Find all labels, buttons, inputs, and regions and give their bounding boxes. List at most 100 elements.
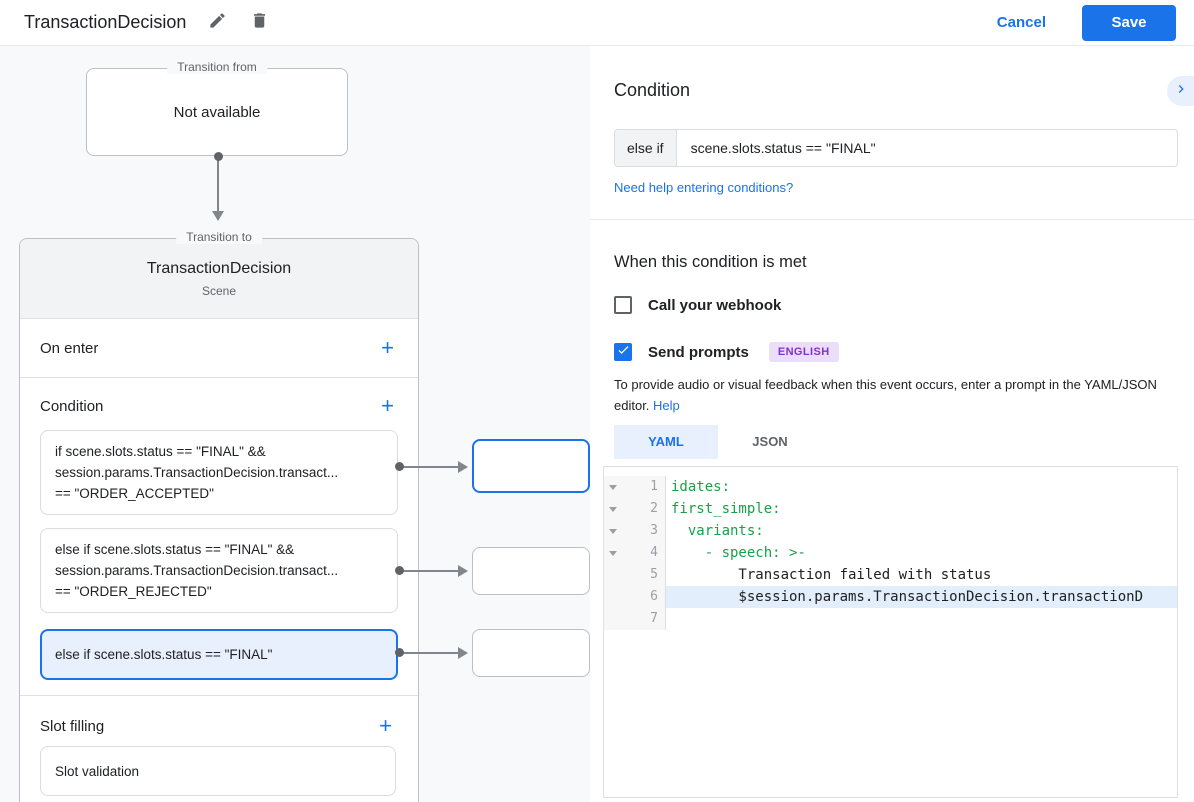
- code-text: idates:: [671, 478, 731, 495]
- scene-type-label: Scene: [201, 283, 237, 298]
- line-number: 2: [622, 497, 666, 520]
- transition-from-node: Transition from Not available: [86, 60, 348, 156]
- condition-line: == "ORDER_REJECTED": [55, 584, 212, 599]
- code-text: - speech: >-: [671, 544, 806, 561]
- when-met-title: When this condition is met: [614, 253, 807, 271]
- target-node-1[interactable]: [472, 439, 590, 493]
- panel-title: Condition: [614, 80, 691, 100]
- transition-to-legend: Transition to: [176, 230, 262, 244]
- tab-yaml[interactable]: YAML: [614, 424, 718, 459]
- line-number: 3: [622, 519, 666, 542]
- app-bar: TransactionDecision Cancel Save: [0, 0, 1194, 46]
- slot-filling-section: Slot filling + Slot validation: [20, 696, 418, 802]
- code-line: 2 first_simple:: [604, 497, 1177, 520]
- prompt-hint-text: To provide audio or visual feedback when…: [614, 377, 1157, 414]
- condition-line: else if scene.slots.status == "FINAL" &&: [55, 542, 295, 557]
- condition-line: session.params.TransactionDecision.trans…: [55, 465, 339, 480]
- condition-item-3-selected[interactable]: else if scene.slots.status == "FINAL": [40, 629, 398, 680]
- condition-section-label: Condition: [40, 397, 104, 415]
- code-line: 4 - speech: >-: [604, 541, 1177, 564]
- add-condition-button[interactable]: +: [381, 393, 394, 418]
- code-text: variants:: [671, 522, 764, 539]
- tab-json[interactable]: JSON: [752, 434, 788, 450]
- chevron-right-icon: [1173, 81, 1189, 102]
- scene-title: TransactionDecision: [146, 259, 292, 277]
- yaml-editor[interactable]: 1 idates: 2 first_simple: 3 variants: 4 …: [603, 465, 1178, 798]
- condition-line: == "ORDER_ACCEPTED": [55, 486, 214, 501]
- condition-prefix: else if: [615, 130, 677, 166]
- line-number: 6: [622, 585, 666, 608]
- code-line-highlighted: 6 $session.params.TransactionDecision.tr…: [604, 585, 1177, 608]
- fold-arrow-icon[interactable]: [604, 475, 622, 498]
- condition-line: else if scene.slots.status == "FINAL": [55, 647, 273, 662]
- editor-tabs: YAML JSON: [614, 424, 1178, 459]
- code-text: $session.params.TransactionDecision.tran…: [666, 585, 1177, 608]
- code-text: Transaction failed with status: [671, 566, 992, 583]
- save-button[interactable]: Save: [1082, 4, 1176, 41]
- edit-title-button[interactable]: [206, 12, 228, 34]
- transition-to-card: Transition to TransactionDecision Scene …: [19, 230, 419, 802]
- condition-input[interactable]: else if scene.slots.status == "FINAL": [614, 129, 1178, 167]
- prompt-hint: To provide audio or visual feedback when…: [614, 374, 1176, 417]
- check-icon: [616, 342, 631, 362]
- cancel-button[interactable]: Cancel: [996, 14, 1046, 31]
- language-badge: ENGLISH: [768, 342, 839, 362]
- fold-gutter: [604, 563, 622, 586]
- on-enter-label: On enter: [40, 339, 99, 357]
- condition-item-2[interactable]: else if scene.slots.status == "FINAL" &&…: [40, 528, 398, 613]
- flow-canvas: Transition from Not available Transition…: [0, 46, 590, 802]
- connector-dot[interactable]: [214, 152, 223, 161]
- connector-dot[interactable]: [395, 566, 404, 575]
- send-prompts-row: Send prompts ENGLISH: [614, 342, 1178, 362]
- collapse-panel-button[interactable]: [1167, 76, 1194, 106]
- code-line: 7: [604, 607, 1177, 630]
- code-line: 1 idates:: [604, 475, 1177, 498]
- slot-validation-item[interactable]: Slot validation: [40, 746, 396, 796]
- fold-gutter: [604, 607, 622, 630]
- line-number: 1: [622, 475, 666, 498]
- condition-section: Condition + if scene.slots.status == "FI…: [20, 378, 418, 696]
- connector-arrow-head: [458, 461, 468, 473]
- add-on-enter-button[interactable]: +: [381, 335, 394, 360]
- transition-arrow-line: [217, 158, 219, 211]
- fold-arrow-icon[interactable]: [604, 497, 622, 520]
- condition-line: if scene.slots.status == "FINAL" &&: [55, 444, 266, 459]
- trash-icon: [250, 11, 269, 35]
- webhook-row: Call your webhook: [614, 296, 1178, 314]
- fold-gutter: [604, 585, 622, 608]
- target-node-2[interactable]: [472, 547, 590, 595]
- details-panel: Condition else if scene.slots.status == …: [590, 46, 1194, 802]
- send-prompts-label: Send prompts: [648, 343, 749, 361]
- condition-value[interactable]: scene.slots.status == "FINAL": [690, 140, 876, 156]
- page-title: TransactionDecision: [24, 12, 187, 32]
- target-node-3[interactable]: [472, 629, 590, 677]
- help-conditions-link[interactable]: Need help entering conditions?: [614, 180, 794, 195]
- line-number: 5: [622, 563, 666, 586]
- code-line: 3 variants:: [604, 519, 1177, 542]
- send-prompts-checkbox[interactable]: [614, 343, 632, 361]
- connector-line: [401, 570, 460, 572]
- line-number: 7: [622, 607, 666, 630]
- line-number: 4: [622, 541, 666, 564]
- connector-arrow-head: [458, 647, 468, 659]
- transition-from-legend: Transition from: [167, 60, 267, 74]
- transition-arrow-head: [212, 211, 224, 221]
- webhook-label: Call your webhook: [648, 296, 782, 314]
- delete-scene-button[interactable]: [248, 12, 270, 34]
- connector-line: [401, 466, 460, 468]
- transition-from-value: Not available: [173, 103, 261, 121]
- connector-dot[interactable]: [395, 462, 404, 471]
- scene-header: TransactionDecision Scene: [20, 239, 418, 319]
- help-link[interactable]: Help: [653, 398, 680, 414]
- code-text: first_simple:: [671, 500, 781, 517]
- connector-dot[interactable]: [395, 648, 404, 657]
- slot-filling-label: Slot filling: [40, 717, 105, 735]
- code-line: 5 Transaction failed with status: [604, 563, 1177, 586]
- condition-item-1[interactable]: if scene.slots.status == "FINAL" && sess…: [40, 430, 398, 515]
- webhook-checkbox[interactable]: [614, 296, 632, 314]
- panel-divider: [590, 219, 1194, 220]
- code-text: [666, 608, 1177, 630]
- add-slot-button[interactable]: +: [379, 713, 392, 738]
- fold-arrow-icon[interactable]: [604, 541, 622, 564]
- fold-arrow-icon[interactable]: [604, 519, 622, 542]
